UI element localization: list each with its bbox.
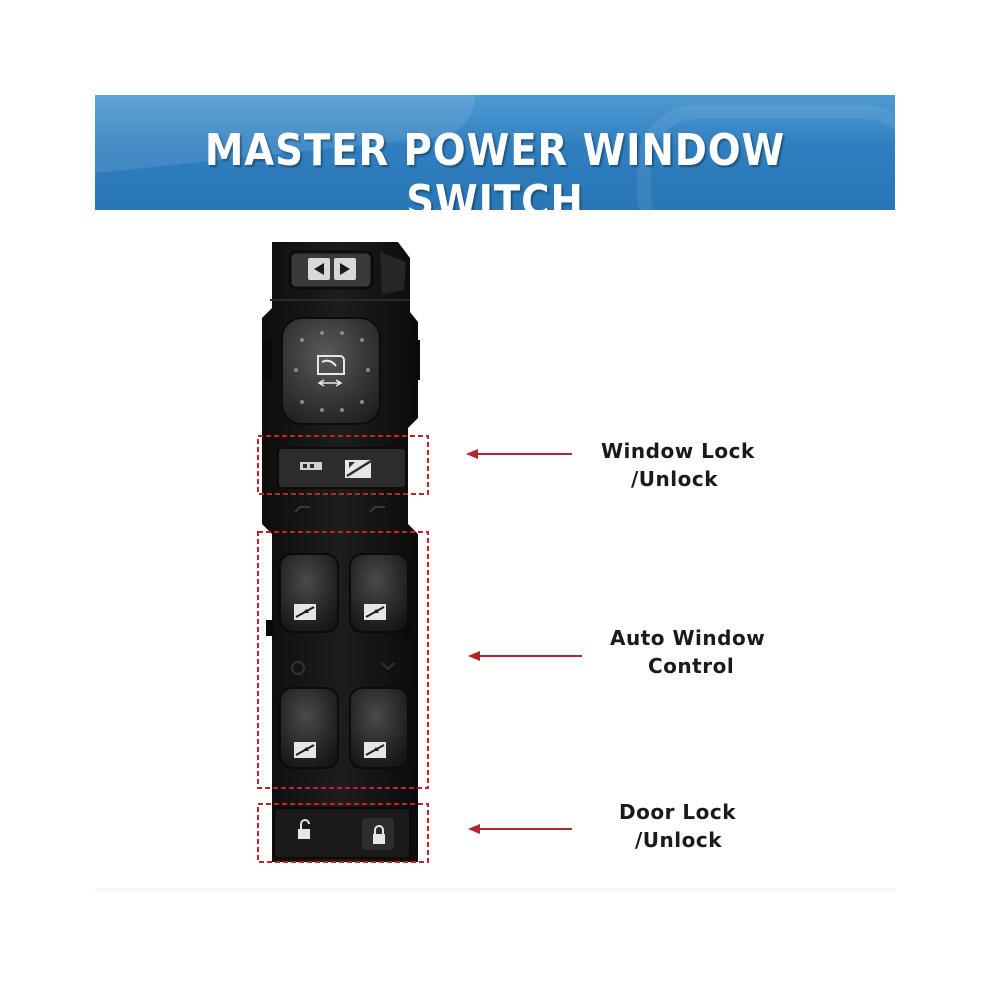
auto-window-arrow	[468, 651, 582, 661]
banner-title: MASTER POWER WINDOW SWITCH	[204, 125, 786, 210]
window-lock-highlight	[257, 435, 429, 495]
auto-window-highlight	[257, 531, 429, 789]
auto-window-label: Auto Window Control	[610, 624, 765, 680]
door-lock-arrow	[468, 824, 572, 834]
window-lock-line1: Window Lock	[601, 439, 755, 463]
door-lock-line2: /Unlock	[635, 828, 723, 852]
title-banner: MASTER POWER WINDOW SWITCH	[95, 95, 895, 210]
window-lock-arrow	[466, 449, 572, 459]
door-lock-label: Door Lock /Unlock	[619, 798, 736, 854]
auto-window-line1: Auto Window	[610, 626, 766, 650]
window-lock-line2: /Unlock	[631, 467, 719, 491]
door-lock-highlight	[257, 803, 429, 863]
bottom-divider	[95, 888, 895, 894]
door-lock-line1: Door Lock	[619, 800, 737, 824]
window-lock-icon	[277, 447, 407, 489]
mirror-adjust-icon	[281, 317, 381, 425]
window-up-down-icon	[279, 553, 409, 769]
mirror-selector-icon	[308, 258, 356, 280]
unlock-icon	[298, 819, 310, 839]
lock-icon	[373, 825, 385, 844]
window-lock-label: Window Lock /Unlock	[601, 437, 755, 493]
door-lock-control	[273, 807, 411, 859]
auto-window-line2: Control	[648, 654, 735, 678]
